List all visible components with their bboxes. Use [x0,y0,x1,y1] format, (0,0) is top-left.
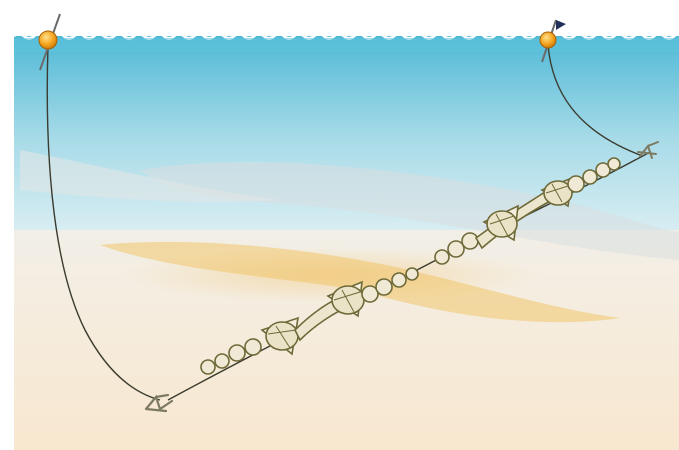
surface-band [14,38,679,52]
sky-background [0,0,679,36]
